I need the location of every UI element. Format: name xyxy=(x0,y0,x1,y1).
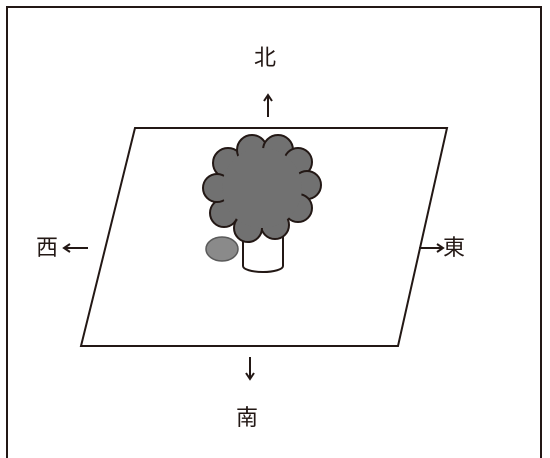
north-label: 北 xyxy=(254,46,277,71)
south-arrow xyxy=(245,357,255,381)
diagram-frame xyxy=(6,6,542,458)
tree-crown xyxy=(202,134,322,243)
tree-shadow xyxy=(205,236,239,262)
north-arrow xyxy=(263,93,273,117)
west-label: 西 xyxy=(36,236,59,261)
east-arrow xyxy=(419,243,445,253)
south-label: 南 xyxy=(236,406,259,431)
east-label: 東 xyxy=(443,236,466,261)
west-arrow xyxy=(62,243,88,253)
